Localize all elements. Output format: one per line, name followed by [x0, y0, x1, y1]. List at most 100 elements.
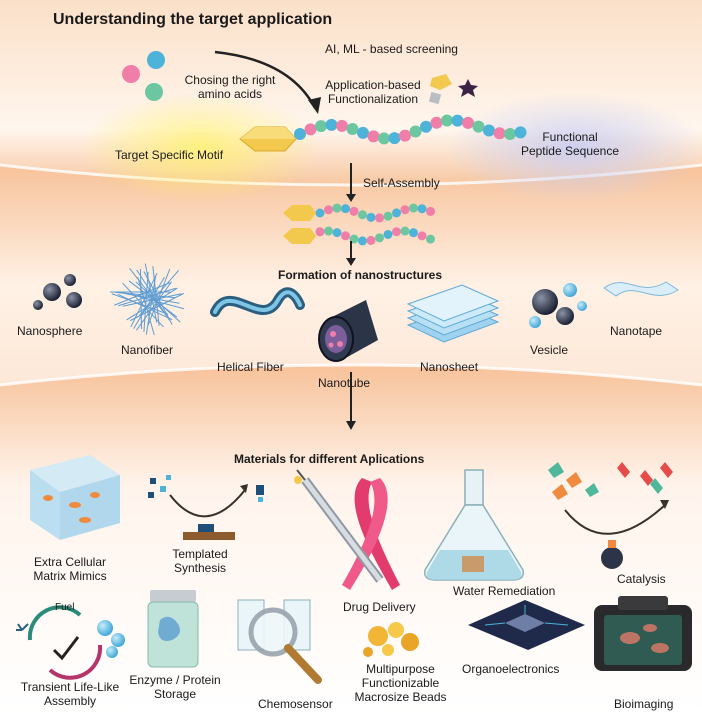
peptide-bead — [417, 204, 427, 214]
peptide-bead — [324, 205, 333, 215]
peptide-bead — [358, 236, 367, 246]
fiber-strand — [117, 293, 173, 321]
peptide-bead — [483, 124, 495, 137]
nanotape-graphic — [603, 281, 679, 297]
assembled-peptide — [315, 203, 435, 246]
catalysis-graphic — [548, 462, 673, 569]
organoelectronics-label: Organoelectronics — [462, 662, 560, 676]
peptide-sequence-label: Functional Peptide Sequence — [510, 130, 630, 158]
fiber-strand — [147, 268, 171, 326]
nanotube-graphic — [318, 300, 378, 362]
peptide-bead — [315, 227, 325, 237]
transient-line-1: Transient Life-Like — [20, 680, 120, 694]
nano-label-helical-fiber: Helical Fiber — [217, 360, 284, 374]
beads-graphic — [363, 622, 419, 657]
peptide-bead — [341, 204, 350, 214]
sequence-line-1: Functional — [542, 130, 598, 144]
peptide-bead — [462, 116, 474, 129]
nano-label-nanosphere: Nanosphere — [17, 324, 83, 338]
peptide-bead — [441, 114, 453, 127]
fiber-strand — [135, 281, 173, 331]
peptide-bead — [392, 208, 401, 218]
star-shape — [458, 79, 478, 97]
peptide-bead — [399, 129, 411, 142]
drug-delivery-label: Drug Delivery — [343, 600, 416, 614]
drug-delivery-graphic — [294, 469, 400, 590]
peptide-bead — [426, 206, 435, 216]
beads-line-3: Macrosize Beads — [354, 690, 447, 704]
amino-line-1: Chosing the right — [184, 73, 276, 87]
transient-line-2: Assembly — [43, 694, 96, 708]
nanosphere-graphic — [33, 274, 82, 310]
fiber-strand — [126, 287, 178, 321]
peptide-bead — [367, 130, 380, 143]
nanofiber-graphic — [110, 263, 185, 335]
nanosheet-graphic — [406, 284, 500, 343]
func-line-1: Application-based — [325, 78, 421, 92]
templated-synthesis-graphic — [148, 475, 264, 540]
ecm-line-2: Matrix Mimics — [33, 569, 107, 583]
amino-acid-beads — [122, 51, 165, 101]
helical-fiber-graphic — [210, 287, 305, 317]
fiber-strand — [144, 263, 158, 323]
peptide-bead — [383, 229, 393, 239]
peptide-bead — [366, 235, 376, 245]
fiber-strand — [133, 277, 165, 329]
beads-line-1: Multipurpose — [366, 662, 435, 676]
screening-label: AI, ML - based screening — [325, 42, 458, 56]
peptide-bead — [375, 233, 384, 243]
beads-label: Multipurpose Functionizable Macrosize Be… — [348, 662, 453, 704]
templated-line-2: Synthesis — [173, 561, 227, 575]
peptide-bead — [493, 127, 506, 140]
peptide-bead — [375, 213, 384, 223]
nanostructures-title: Formation of nanostructures — [278, 268, 443, 282]
peptide-bead — [504, 127, 516, 140]
peptide-bead — [341, 231, 350, 241]
peptide-bead — [366, 212, 376, 222]
water-remediation-label: Water Remediation — [453, 584, 556, 598]
peptide-bead — [378, 132, 390, 145]
sequence-line-2: Peptide Sequence — [520, 144, 620, 158]
fuel-label: Fuel — [55, 602, 75, 613]
peptide-bead — [409, 203, 418, 213]
peptide-bead — [346, 122, 359, 135]
peptide-bead — [388, 132, 401, 145]
screening-arrow — [214, 50, 317, 109]
peptide-bead — [336, 119, 348, 132]
peptide-bead — [400, 205, 410, 215]
nano-label-nanosheet: Nanosheet — [420, 360, 479, 374]
fiber-strand — [129, 268, 167, 316]
catalysis-label: Catalysis — [617, 572, 666, 586]
peptide-bead — [392, 227, 401, 237]
peptide-bead — [426, 234, 435, 244]
peptide-bead — [294, 128, 306, 140]
enzyme-label: Enzyme / Protein Storage — [120, 673, 230, 701]
enzyme-line-1: Enzyme / Protein — [129, 673, 221, 687]
templated-label: Templated Synthesis — [155, 547, 245, 575]
peptide-bead — [400, 226, 410, 236]
fiber-strand — [111, 293, 169, 315]
peptide-bead — [325, 118, 338, 131]
title: Understanding the target application — [53, 11, 333, 28]
fiber-strand — [113, 282, 171, 306]
fiber-strand — [143, 272, 149, 332]
bioimaging-label: Bioimaging — [614, 697, 674, 711]
amino-line-2: amino acids — [197, 87, 263, 101]
peptide-bead — [409, 228, 418, 238]
peptide-chain — [294, 114, 527, 145]
enzyme-jar-graphic — [147, 590, 199, 668]
ecm-label: Extra Cellular Matrix Mimics — [10, 555, 130, 583]
ecm-cube-graphic — [30, 455, 120, 540]
ecm-line-1: Extra Cellular — [33, 555, 107, 569]
peptide-bead — [304, 123, 317, 136]
chip-graphic — [468, 600, 585, 650]
transient-assembly-graphic — [16, 605, 125, 680]
nano-label-nanotube: Nanotube — [318, 376, 371, 390]
beads-line-2: Functionizable — [361, 676, 440, 690]
fiber-strand — [138, 270, 180, 316]
peptide-bead — [357, 126, 369, 139]
peptide-bead — [430, 116, 443, 129]
transient-label: Transient Life-Like Assembly — [5, 680, 135, 708]
peptide-bead — [315, 208, 325, 218]
